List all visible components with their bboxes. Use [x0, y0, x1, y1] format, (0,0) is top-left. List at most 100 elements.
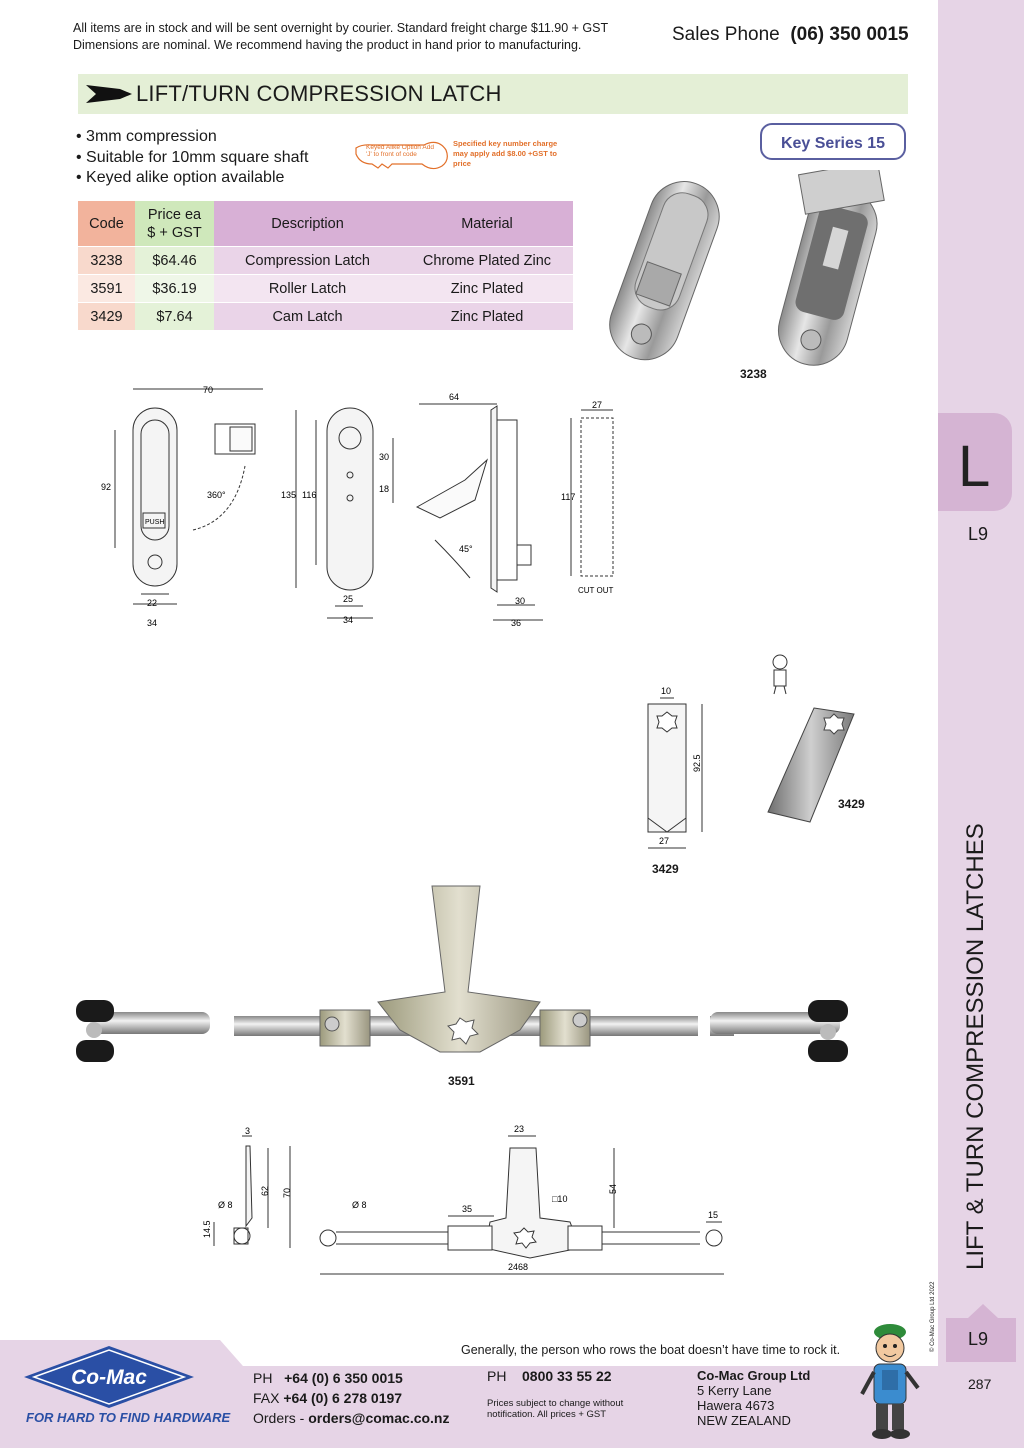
address-line: 5 Kerry Lane — [697, 1383, 772, 1398]
orders-email[interactable]: orders@comac.co.nz — [308, 1410, 450, 1426]
mascot-small-icon — [772, 654, 788, 695]
sales-phone-label: Sales Phone — [672, 24, 780, 45]
tagline: FOR HARD TO FIND HARDWARE — [26, 1410, 231, 1425]
cut-out-label: CUT OUT — [578, 586, 614, 595]
page-number: 287 — [968, 1376, 992, 1392]
feature-item: • 3mm compression — [76, 128, 217, 145]
arrow-icon — [86, 85, 132, 103]
dim-35: 35 — [462, 1204, 472, 1214]
mascot-icon — [860, 1324, 920, 1439]
fax-number: +64 (0) 6 278 0197 — [283, 1390, 403, 1406]
dim-92-5: 92.5 — [692, 754, 702, 772]
feature-item: • Keyed alike option available — [76, 169, 285, 186]
company-address: Co-Mac Group Ltd 5 Kerry Lane Hawera 467… — [697, 1368, 810, 1428]
cell-material: Chrome Plated Zinc — [401, 246, 573, 275]
ph2-label: PH — [487, 1368, 507, 1384]
ph-label: PH — [253, 1370, 273, 1386]
feature-list: • 3mm compression • Suitable for 10mm sq… — [76, 127, 308, 189]
section-letter: L — [958, 434, 991, 499]
comac-logo: Co-Mac — [24, 1346, 194, 1408]
latch-3238-technical-drawing: 70 92 360° 22 34 PUSH 135 116 30 18 25 3… — [101, 385, 614, 628]
section-code-bottom-tab[interactable]: L9 — [946, 1318, 1016, 1362]
footer-contacts: PH +64 (0) 6 350 0015 FAX +64 (0) 6 278 … — [253, 1368, 450, 1428]
cell-price: $64.46 — [135, 246, 214, 275]
section-vertical-title: LIFT & TURN COMPRESSION LATCHES — [962, 823, 989, 1270]
dim-54: 54 — [608, 1184, 618, 1194]
key-tag-icon — [355, 141, 448, 170]
key-series-badge: Key Series 15 — [760, 123, 906, 160]
cell-price: $7.64 — [135, 302, 214, 330]
dim-23: 23 — [514, 1124, 524, 1134]
dim-square-10: □10 — [552, 1194, 567, 1204]
dim-3: 3 — [245, 1126, 250, 1136]
freephone-number[interactable]: 0800 33 55 22 — [522, 1368, 612, 1384]
price-disclaimer: Prices subject to change without notific… — [487, 1398, 623, 1420]
table-row: 3591 $36.19 Roller Latch Zinc Plated — [78, 274, 573, 303]
freephone: PH 0800 33 55 22 — [487, 1368, 612, 1384]
dim-30a: 30 — [379, 452, 389, 462]
address-line: Hawera 4673 — [697, 1398, 775, 1413]
section-code: L9 — [968, 524, 989, 544]
dim-25: 25 — [343, 594, 353, 604]
table-row: 3429 $7.64 Cam Latch Zinc Plated — [78, 302, 573, 330]
cell-code: 3238 — [78, 246, 135, 275]
label-3238: 3238 — [740, 367, 767, 381]
col-price-line-2: $ + GST — [147, 224, 202, 241]
dim-10: 10 — [661, 686, 671, 696]
col-price-line-1: Price ea — [147, 206, 202, 223]
product-table: Code Price ea $ + GST Description Materi… — [78, 201, 573, 330]
copyright: © Co-Mac Group Ltd 2022 — [930, 1281, 936, 1352]
dim-30b: 30 — [515, 596, 525, 606]
logo-text: Co-Mac — [71, 1366, 147, 1389]
dim-15: 15 — [708, 1210, 718, 1220]
fax-label: FAX — [253, 1390, 280, 1406]
roller-3591-photo — [76, 885, 848, 1062]
label-3429-photo: 3429 — [838, 797, 865, 811]
dim-62: 62 — [260, 1186, 270, 1196]
dim-70b: 70 — [282, 1188, 292, 1198]
sales-phone-number[interactable]: (06) 350 0015 — [790, 24, 909, 45]
cell-description: Roller Latch — [214, 274, 401, 303]
address-line: NEW ZEALAND — [697, 1413, 791, 1428]
section-code-bottom: L9 — [968, 1329, 989, 1349]
section-tab[interactable]: L — [938, 413, 1012, 511]
dim-diameter-8b: Ø 8 — [352, 1200, 367, 1210]
phone-number[interactable]: +64 (0) 6 350 0015 — [284, 1370, 403, 1386]
sales-phone: Sales Phone (06) 350 0015 — [672, 24, 909, 46]
keyed-option-note: Specified key number charge may apply ad… — [453, 139, 558, 168]
disclaimer-line-1: Prices subject to change without — [487, 1398, 624, 1409]
col-price: Price ea $ + GST — [135, 201, 214, 247]
notice-line-2: Dimensions are nominal. We recommend hav… — [73, 38, 582, 52]
table-row: 3238 $64.46 Compression Latch Chrome Pla… — [78, 246, 573, 275]
dim-27a: 27 — [592, 400, 602, 410]
orders-label: Orders - — [253, 1410, 305, 1426]
dim-34a: 34 — [147, 618, 157, 628]
dim-116: 116 — [302, 490, 316, 500]
cell-description: Cam Latch — [214, 302, 401, 330]
dim-135: 135 — [281, 490, 296, 500]
dim-14-5: 14.5 — [202, 1220, 212, 1238]
dim-92: 92 — [101, 482, 111, 492]
col-material: Material — [401, 201, 573, 247]
section-title-bar: LIFT/TURN COMPRESSION LATCH — [78, 74, 908, 114]
dim-34b: 34 — [343, 615, 353, 625]
label-3429-drawing: 3429 — [652, 862, 679, 876]
cam-3429-photo — [767, 707, 855, 823]
dim-27b: 27 — [659, 836, 669, 846]
page-title: LIFT/TURN COMPRESSION LATCH — [136, 81, 502, 106]
col-code: Code — [78, 201, 135, 247]
keyed-alike-option: Keyed Alike Option Add 'J' to front of c… — [352, 138, 557, 179]
triangle-up-icon — [968, 1304, 998, 1318]
dim-45: 45° — [459, 544, 473, 554]
dim-70: 70 — [203, 385, 213, 395]
dim-2468: 2468 — [508, 1262, 528, 1272]
dim-36: 36 — [511, 618, 521, 628]
dim-diameter-8a: Ø 8 — [218, 1200, 233, 1210]
dim-22: 22 — [147, 598, 157, 608]
label-3591: 3591 — [448, 1074, 475, 1088]
cell-code: 3591 — [78, 274, 135, 303]
cam-3429-drawing: 10 92.5 27 — [647, 686, 703, 849]
dim-117: 117 — [561, 492, 575, 502]
cell-material: Zinc Plated — [401, 302, 573, 330]
cell-description: Compression Latch — [214, 246, 401, 275]
